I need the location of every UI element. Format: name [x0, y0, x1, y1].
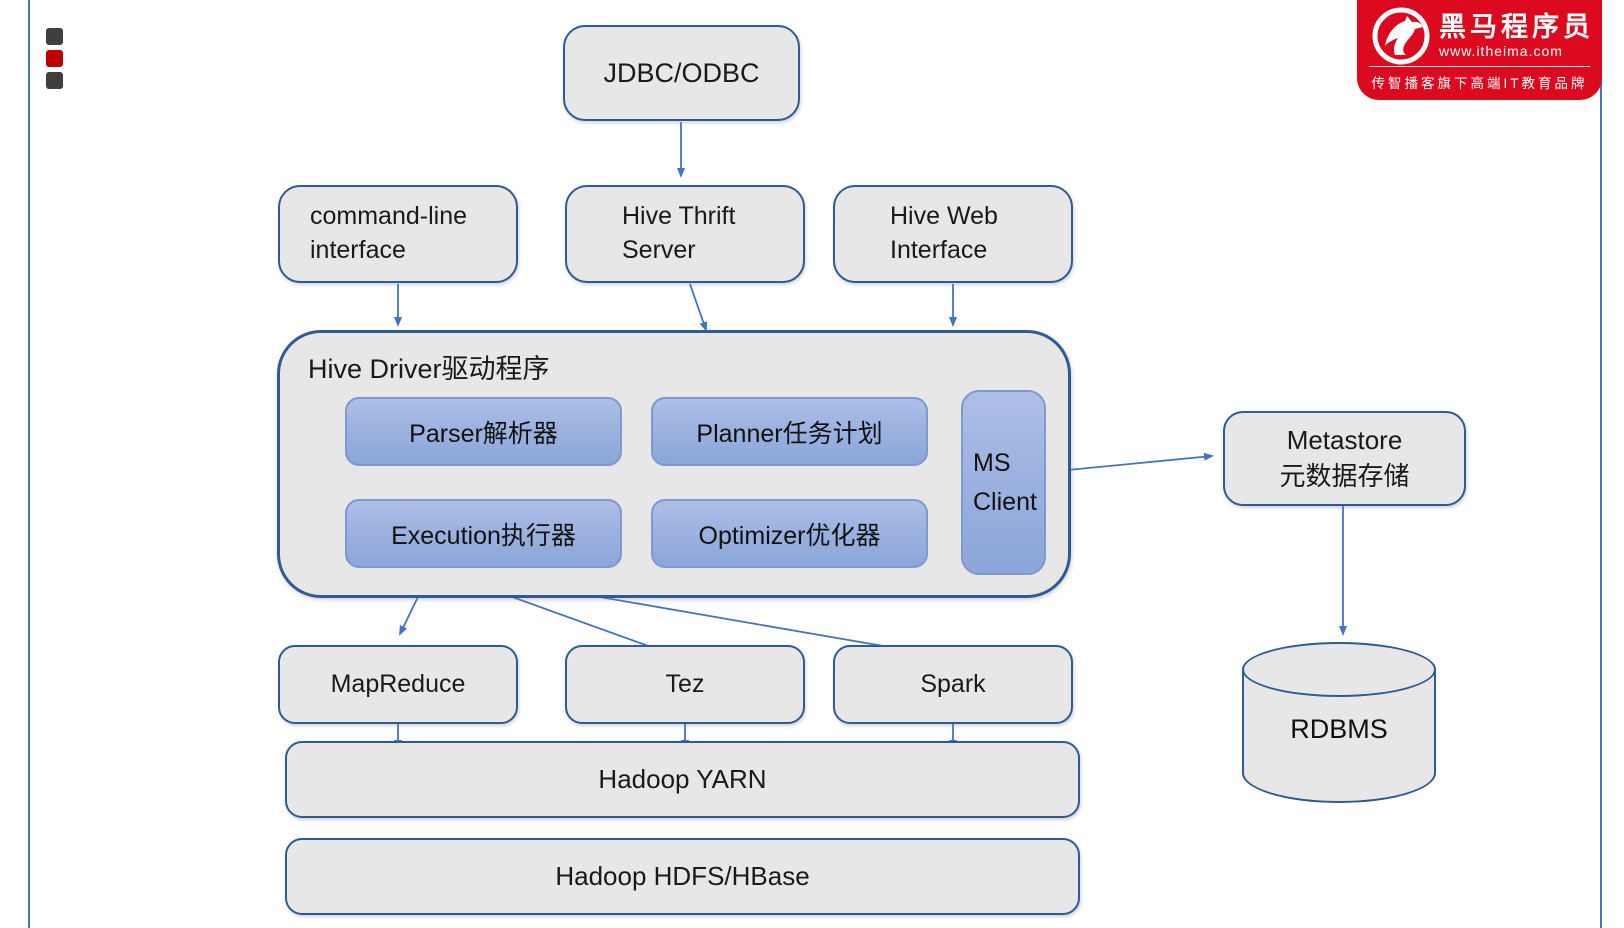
- node-yarn-label: Hadoop YARN: [598, 763, 767, 794]
- hive-driver-title: Hive Driver驱动程序: [308, 354, 550, 384]
- connector-thrift-driver: [689, 283, 708, 332]
- node-thrift-line2: Server: [622, 236, 696, 264]
- node-spark-label: Spark: [920, 669, 986, 698]
- node-metastore-line2: 元数据存储: [1279, 460, 1410, 491]
- logo-tagline-text: 传智播客旗下高端IT教育品牌: [1371, 76, 1588, 91]
- logo-brand-text: 黑马程序员: [1439, 11, 1594, 42]
- node-hive-web-interface: Hive Web Interface: [833, 185, 1073, 283]
- node-hadoop-yarn: Hadoop YARN: [285, 741, 1080, 818]
- logo-divider: [1369, 66, 1590, 67]
- node-hdfs-label: Hadoop HDFS/HBase: [555, 860, 810, 891]
- node-parser-label: Parser解析器: [409, 419, 558, 448]
- node-mapreduce: MapReduce: [278, 645, 518, 724]
- slide-left-border: [28, 0, 30, 928]
- rdbms-cylinder-top: [1242, 642, 1436, 697]
- node-parser: Parser解析器: [345, 397, 622, 466]
- logo-url-text: www.itheima.com: [1439, 43, 1563, 60]
- node-hive-thrift-server: Hive Thrift Server: [565, 185, 805, 283]
- node-msclient-line1: MS: [973, 448, 1011, 477]
- node-optimizer: Optimizer优化器: [651, 499, 928, 568]
- node-execution: Execution执行器: [345, 499, 622, 568]
- itheima-logo: 黑马程序员 www.itheima.com 传智播客旗下高端IT教育品牌: [1357, 0, 1602, 100]
- node-execution-label: Execution执行器: [391, 521, 576, 550]
- node-optimizer-label: Optimizer优化器: [698, 521, 881, 550]
- node-tez-label: Tez: [665, 669, 705, 698]
- node-tez: Tez: [565, 645, 805, 724]
- node-metastore: Metastore 元数据存储: [1223, 411, 1466, 506]
- horse-icon: [1372, 7, 1430, 65]
- slide-marker-square-2: [46, 50, 63, 67]
- slide-marker-square-3: [46, 72, 63, 89]
- node-msclient-line2: Client: [973, 487, 1037, 516]
- node-cli-line2: interface: [310, 236, 406, 264]
- slide-right-border: [1600, 0, 1602, 928]
- node-web-line2: Interface: [890, 236, 988, 264]
- node-planner: Planner任务计划: [651, 397, 928, 466]
- node-thrift-line1: Hive Thrift: [622, 202, 736, 231]
- connector-msclient-metastore: [1046, 452, 1214, 473]
- node-spark: Spark: [833, 645, 1073, 724]
- node-mapreduce-label: MapReduce: [330, 669, 466, 698]
- slide-marker-square-1: [46, 28, 63, 45]
- node-rdbms-label: RDBMS: [1290, 714, 1388, 744]
- node-ms-client: MS Client: [961, 390, 1046, 575]
- node-planner-label: Planner任务计划: [696, 419, 883, 448]
- logo-texts: 黑马程序员 www.itheima.com: [1439, 11, 1594, 60]
- node-hadoop-hdfs-hbase: Hadoop HDFS/HBase: [285, 838, 1080, 915]
- node-cli-line1: command-line: [310, 202, 468, 231]
- node-command-line-interface: command-line interface: [278, 185, 518, 283]
- node-metastore-line1: Metastore: [1286, 425, 1403, 456]
- node-web-line1: Hive Web: [890, 202, 998, 231]
- node-jdbc-odbc: JDBC/ODBC: [563, 25, 800, 121]
- logo-row: 黑马程序员 www.itheima.com: [1371, 6, 1594, 66]
- node-jdbc-odbc-label: JDBC/ODBC: [603, 57, 760, 88]
